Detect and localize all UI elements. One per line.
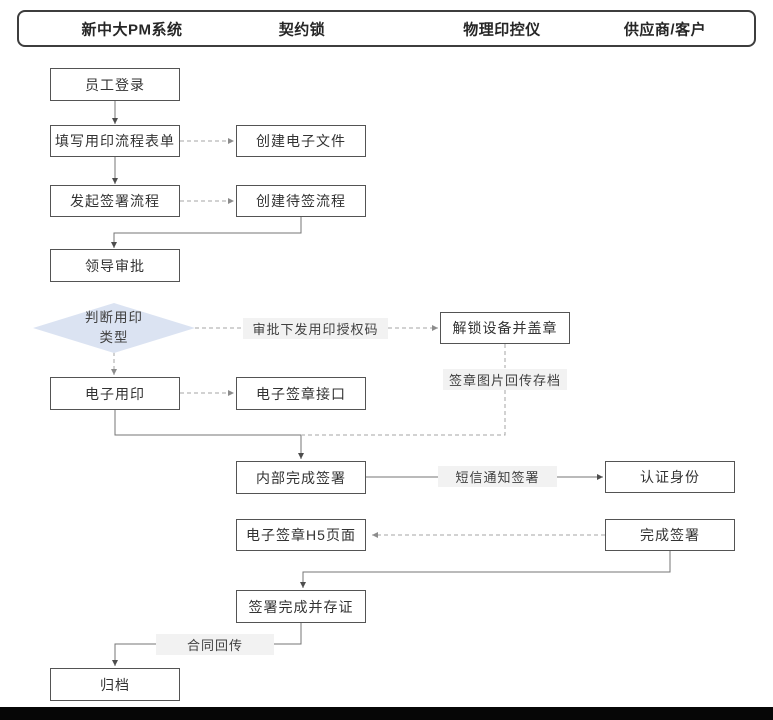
node-fill-seal-form: 填写用印流程表单 [50,125,180,157]
bottom-edge-bar [0,707,773,720]
edge-label-issue-auth-code: 审批下发用印授权码 [243,318,388,339]
edge-label-contract-upload: 合同回传 [156,634,274,655]
lane-title-qiyuesuo: 契约锁 [278,21,326,38]
node-sign-done-evidence: 签署完成并存证 [236,590,366,623]
node-create-pending-flow: 创建待签流程 [236,185,366,217]
node-eseal-interface: 电子签章接口 [236,377,366,410]
node-auth-identity: 认证身份 [605,461,735,493]
lane-title-seal-device: 物理印控仪 [463,21,541,38]
swimlane-header: 新中大PM系统 契约锁 物理印控仪 供应商/客户 [17,10,756,47]
node-electronic-seal: 电子用印 [50,377,180,410]
edge-finish-to-evidence [300,551,671,588]
edge-eseal-to-internal [114,410,304,459]
edge-sealimage-to-junction [302,390,506,436]
node-start-sign-flow: 发起签署流程 [50,185,180,217]
judge-seal-type-label: 判断用印类型 [85,310,143,345]
node-finish-sign: 完成签署 [605,519,735,551]
edge-label-sms-notify-sign: 短信通知签署 [438,466,557,487]
node-employee-login: 员工登录 [50,68,180,101]
edge-label-seal-image-upload: 签章图片回传存档 [443,369,567,390]
node-archive: 归档 [50,668,180,701]
node-unlock-device-stamp: 解锁设备并盖章 [440,312,570,344]
node-eseal-h5-page: 电子签章H5页面 [236,519,366,551]
node-leader-approval: 领导审批 [50,249,180,282]
lane-title-supplier-customer: 供应商/客户 [623,21,707,38]
lane-title-pm-system: 新中大PM系统 [81,21,183,38]
node-create-efile: 创建电子文件 [236,125,366,157]
node-internal-sign-done: 内部完成签署 [236,461,366,494]
edge-pendingflow-to-approval [111,217,302,248]
